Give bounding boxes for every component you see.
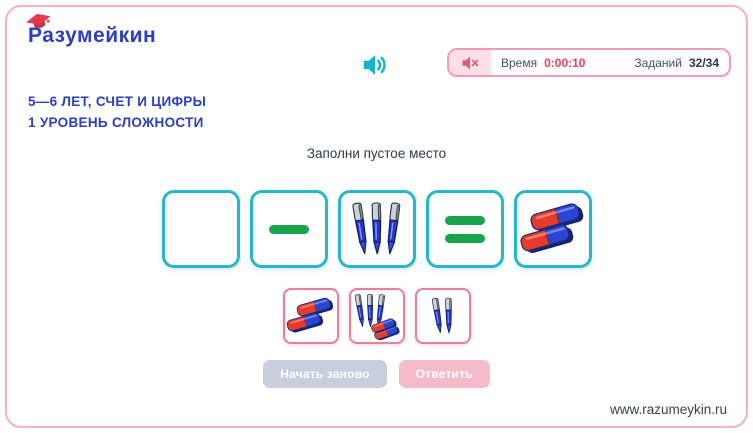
- restart-button[interactable]: Начать заново: [263, 360, 387, 388]
- pens-group: [354, 292, 386, 330]
- pen-icon: [354, 294, 364, 327]
- time-segment: Время 0:00:10: [491, 56, 595, 70]
- equation-card-minus: [249, 190, 328, 268]
- answer-option-3[interactable]: [414, 288, 471, 344]
- logo-text: Разумейкин: [28, 24, 157, 47]
- eraser-icon: [296, 297, 333, 318]
- pens-group: [351, 200, 402, 258]
- equation-row: [0, 190, 753, 268]
- pens-erasers-group: [354, 292, 400, 341]
- pen-icon: [366, 294, 373, 327]
- pen-icon: [444, 297, 452, 334]
- action-buttons: Начать заново Ответить: [0, 360, 753, 388]
- mute-toggle[interactable]: [449, 50, 491, 75]
- task-instruction: Заполни пустое место: [306, 146, 447, 161]
- options-row: [0, 288, 753, 344]
- eraser-icon: [370, 318, 397, 334]
- equals-bar: [444, 215, 485, 225]
- equation-card-erasers: [513, 190, 592, 268]
- equals-bar: [444, 233, 485, 243]
- time-value: 0:00:10: [544, 55, 586, 70]
- pen-icon: [352, 202, 367, 254]
- pen-icon: [371, 202, 382, 255]
- answer-option-1[interactable]: [282, 288, 339, 344]
- erasers-group: [518, 202, 588, 255]
- pen-icon: [387, 202, 401, 255]
- status-bar: Время 0:00:10 Заданий 32/34: [447, 48, 731, 77]
- erasers-group: [285, 297, 337, 334]
- equation-card-empty: [161, 190, 240, 268]
- equation-card-pens: [337, 190, 416, 268]
- logo[interactable]: Разумейкин: [26, 13, 157, 48]
- lesson-heading-line2: 1 УРОВЕНЬ СЛОЖНОСТИ: [28, 114, 204, 130]
- tasks-label: Заданий: [634, 55, 682, 70]
- eraser-icon: [286, 312, 323, 333]
- site-url: www.razumeykin.ru: [609, 402, 727, 417]
- eraser-icon: [519, 223, 573, 253]
- equation-card-equals: [425, 190, 504, 268]
- time-label: Время: [501, 55, 538, 70]
- sound-toggle[interactable]: [360, 50, 390, 85]
- tasks-value: 32/34: [688, 55, 719, 70]
- minus-sign: [268, 224, 309, 234]
- equals-sign: [444, 215, 485, 243]
- volume-on-icon: [363, 55, 386, 75]
- eraser-icon: [529, 202, 583, 232]
- answer-option-2[interactable]: [348, 288, 405, 344]
- lesson-heading-line1: 5—6 ЛЕТ, СЧЕТ И ЦИФРЫ: [28, 94, 207, 109]
- tasks-segment: Заданий 32/34: [624, 56, 729, 70]
- graduation-cap-icon: [26, 13, 51, 29]
- pen-icon: [376, 294, 385, 327]
- answer-button[interactable]: Ответить: [398, 360, 490, 388]
- pens-group: [431, 295, 455, 337]
- volume-muted-icon: [462, 55, 479, 70]
- pen-icon: [431, 297, 442, 334]
- lesson-heading: 5—6 ЛЕТ, СЧЕТ И ЦИФРЫ 1 УРОВЕНЬ СЛОЖНОСТ…: [28, 92, 206, 134]
- combo-pens: [354, 292, 386, 330]
